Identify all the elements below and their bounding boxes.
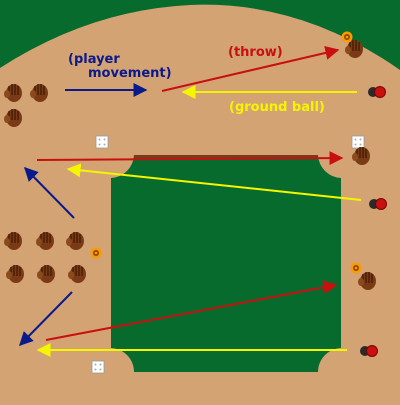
player-movement-arrow-up [24, 167, 75, 219]
outfield-grass [0, 0, 400, 70]
baseball-icon [368, 198, 387, 210]
throw-arrow-top [36, 151, 344, 166]
baseball-icon [367, 86, 386, 98]
throw-legend-arrow [161, 46, 340, 92]
base-bag-icon [91, 360, 105, 374]
throw-target-icon [350, 262, 362, 274]
base-bag-icon [351, 135, 365, 149]
ground-ball-label: (ground ball) [229, 100, 325, 115]
baseball-icon [359, 345, 378, 357]
player-movement-arrow-down [19, 291, 73, 346]
throw-target-icon [90, 247, 102, 259]
player-movement-label-line2: movement) [88, 66, 172, 81]
base-bag-icon [95, 135, 109, 149]
player-movement-label-line1: (player [68, 52, 120, 67]
ground-ball-arrow-top [66, 163, 362, 201]
throw-label: (throw) [228, 45, 283, 60]
throw-target-icon [341, 31, 353, 43]
throw-arrow-bottom [45, 280, 338, 341]
infield-grass [111, 155, 341, 372]
